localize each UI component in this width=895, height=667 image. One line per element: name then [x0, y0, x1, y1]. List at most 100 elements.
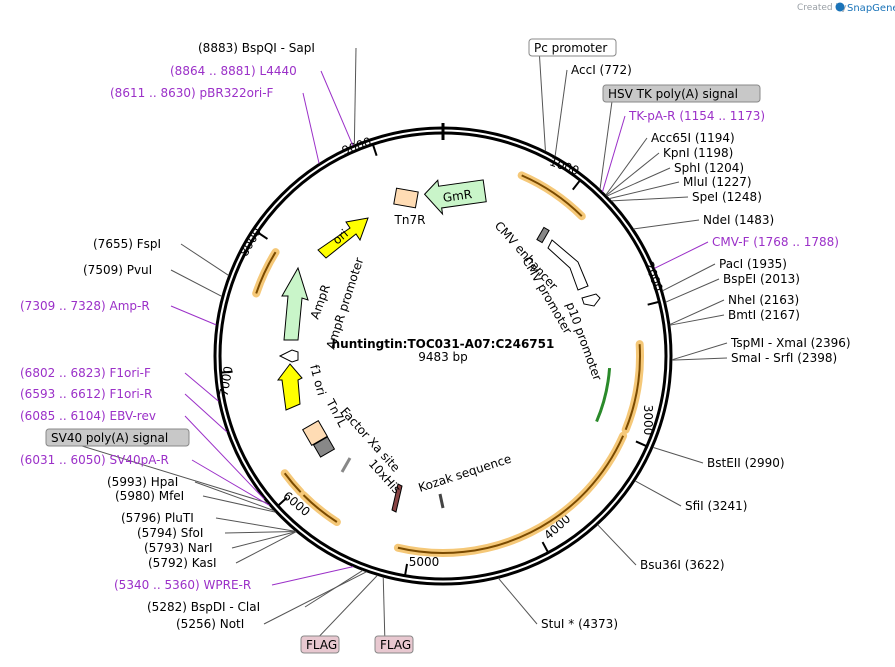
callout-primer[interactable]: (8864 .. 8881) L4440 — [170, 64, 354, 146]
callout-label: (8611 .. 8630) pBR322ori-F — [110, 86, 274, 100]
callout-enzyme[interactable]: (5980) MfeI — [115, 489, 276, 513]
orf-arc — [624, 344, 641, 431]
callout-primer[interactable]: (8611 .. 8630) pBR322ori-F — [110, 86, 320, 164]
callout-label: SphI (1204) — [674, 161, 744, 175]
callout-leader-line — [671, 342, 728, 361]
callout-leader-line — [194, 481, 275, 512]
callout-primer[interactable]: CMV-F (1768 .. 1788) — [654, 235, 839, 269]
svg-text:p10 promoter: p10 promoter — [563, 300, 604, 382]
feature-f1-ori[interactable]: f1 ori — [277, 363, 329, 411]
callout-enzyme[interactable]: AccI (772) — [554, 63, 632, 157]
svg-text:GmR: GmR — [442, 187, 473, 205]
callout-leader-line — [538, 47, 546, 152]
callout-label: (5282) BspDI - ClaI — [147, 600, 260, 614]
callout-label: AccI (772) — [571, 63, 632, 77]
callout-label: (7655) FspI — [93, 237, 161, 251]
callout-leader-line — [652, 446, 704, 464]
scale-tick — [371, 144, 378, 157]
callout-enzyme[interactable]: (5796) PluTI — [121, 511, 296, 532]
callout-leader-line — [184, 415, 265, 500]
callout-label: (6802 .. 6823) F1ori-F — [20, 366, 151, 380]
callout-leader-line — [554, 69, 568, 157]
callout-flag-box[interactable]: FLAG — [374, 577, 414, 654]
scale-tick-label: 8000 — [237, 225, 264, 258]
feature-kozak-sequence[interactable]: Kozak sequence — [417, 452, 513, 509]
feature-ori[interactable]: ori — [317, 217, 369, 259]
callout-leader-line — [184, 393, 228, 433]
feature-tn7l[interactable]: Tn7L — [302, 396, 350, 458]
callout-white-box[interactable]: Pc promoter — [528, 38, 617, 152]
callout-enzyme[interactable]: Bsu36I (3622) — [597, 524, 725, 572]
callout-label: HSV TK poly(A) signal — [608, 87, 738, 101]
callout-leader-line — [605, 152, 660, 196]
callout-leader-line — [609, 181, 680, 200]
callout-leader-line — [671, 357, 728, 361]
callout-primer[interactable]: TK-pA-R (1154 .. 1173) — [602, 109, 766, 192]
callout-label: SpeI (1248) — [692, 190, 762, 204]
callout-enzyme[interactable]: BstEII (2990) — [652, 446, 785, 470]
scale-tick — [635, 440, 648, 448]
callout-enzyme[interactable]: NheI (2163) — [669, 293, 799, 326]
callout-enzyme[interactable]: (5794) SfoI — [137, 526, 296, 540]
feature-tn7r[interactable]: Tn7R — [393, 187, 426, 227]
callout-label: (5794) SfoI — [137, 526, 203, 540]
callout-enzyme[interactable]: SphI (1204) — [606, 161, 744, 197]
callout-primer[interactable]: (6593 .. 6612) F1ori-R — [20, 387, 228, 433]
callout-enzyme[interactable]: (8883) BspQI - SapI — [198, 41, 357, 145]
callout-enzyme[interactable]: PacI (1935) — [662, 257, 787, 292]
feature-gmr[interactable]: GmR — [423, 174, 487, 216]
callout-enzyme[interactable]: BmtI (2167) — [669, 308, 800, 326]
callout-label: (5256) NotI — [176, 617, 244, 631]
callout-primer[interactable]: (6802 .. 6823) F1ori-F — [20, 366, 219, 402]
scale-tick — [647, 300, 660, 306]
svg-text:CMV enhancer: CMV enhancer — [492, 219, 561, 293]
callout-enzyme[interactable]: KpnI (1198) — [605, 146, 733, 196]
callout-box — [374, 635, 414, 654]
callout-enzyme[interactable]: (5256) NotI — [176, 571, 367, 631]
callout-leader-line — [606, 167, 671, 197]
svg-text:CMV promoter: CMV promoter — [519, 255, 574, 337]
callout-primer[interactable]: (7309 .. 7328) Amp-R — [20, 299, 217, 326]
callout-enzyme[interactable]: MluI (1227) — [609, 175, 752, 200]
callout-enzyme[interactable]: SmaI - SrfI (2398) — [671, 351, 837, 365]
callout-leader-line — [180, 243, 229, 276]
callout-leader-line — [231, 531, 297, 549]
callout-label: (6085 .. 6104) EBV-rev — [20, 409, 156, 423]
callout-enzyme[interactable]: (5993) HpaI — [107, 475, 275, 512]
callout-primer[interactable]: (6085 .. 6104) EBV-rev — [20, 409, 265, 500]
callout-primer[interactable]: (5340 .. 5360) WPRE-R — [114, 566, 354, 592]
callout-enzyme[interactable]: Acc65I (1194) — [605, 131, 735, 196]
orf-arc — [283, 472, 302, 493]
callout-enzyme[interactable]: (5792) KasI — [148, 531, 297, 570]
callout-enzyme[interactable]: BspEI (2013) — [665, 272, 800, 303]
callout-leader-line — [215, 517, 296, 532]
callout-enzyme[interactable]: (7655) FspI — [93, 237, 229, 276]
callout-enzyme[interactable]: StuI * (4373) — [497, 577, 618, 631]
callout-leader-line — [310, 575, 378, 646]
callout-label: SmaI - SrfI (2398) — [731, 351, 837, 365]
callout-label: KpnI (1198) — [663, 146, 733, 160]
callout-enzyme[interactable]: (5282) BspDI - ClaI — [147, 570, 363, 614]
callout-enzyme[interactable]: (5793) NarI — [144, 531, 297, 555]
callout-label: Acc65I (1194) — [651, 131, 735, 145]
callout-primer[interactable]: (6031 .. 6050) SV40pA-R — [20, 453, 270, 506]
callout-enzyme[interactable]: NdeI (1483) — [633, 213, 775, 230]
callout-label: CMV-F (1768 .. 1788) — [712, 235, 839, 249]
feature-p10-promoter[interactable]: p10 promoter — [563, 293, 605, 383]
callout-enzyme[interactable]: SpeI (1248) — [611, 190, 762, 204]
feature-cmv-enhancer[interactable]: CMV enhancer — [492, 219, 561, 293]
callout-feature-box[interactable]: HSV TK poly(A) signal — [599, 84, 761, 190]
callout-feature-box[interactable]: SV40 poly(A) signal — [45, 428, 268, 504]
scale-tick-label: 1000 — [548, 154, 581, 178]
callout-label: (6031 .. 6050) SV40pA-R — [20, 453, 169, 467]
callout-enzyme[interactable]: SfiI (3241) — [634, 480, 747, 513]
callout-box — [300, 635, 340, 654]
feature-ampr[interactable]: AmpR — [281, 266, 333, 341]
callout-flag-box[interactable]: FLAG — [300, 575, 378, 654]
plasmid-length: 9483 bp — [418, 350, 468, 364]
orf-arc — [255, 251, 277, 294]
orf-arc-highlight — [517, 171, 586, 221]
callout-enzyme[interactable]: (7509) PvuI — [83, 263, 223, 297]
callout-enzyme[interactable]: TspMI - XmaI (2396) — [671, 336, 851, 361]
orf-arc — [397, 435, 625, 554]
